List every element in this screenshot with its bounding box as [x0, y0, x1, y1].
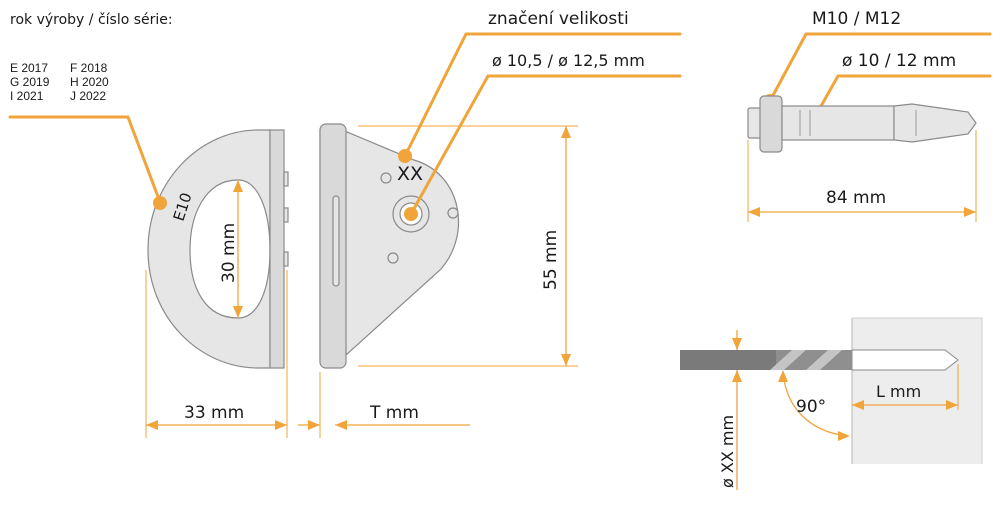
anchor-plate	[319, 123, 460, 369]
size-marking-leader	[403, 32, 682, 158]
ring-width-arrow-left	[146, 420, 158, 430]
angle-arrow-right	[838, 431, 850, 441]
hole-diameter-leader	[409, 74, 682, 216]
year-code-j: J 2022	[70, 89, 106, 103]
drill-diameter-arrow-bottom	[732, 370, 742, 382]
angle-arc	[782, 371, 849, 437]
drilled-hole	[851, 349, 959, 371]
drill-bit	[680, 350, 852, 370]
angle-arrow-top	[778, 370, 788, 382]
hole-diameter-dot	[404, 207, 418, 221]
plate-thick-label: T mm	[369, 403, 419, 423]
size-marking-label: značení velikosti	[488, 9, 629, 29]
angle-label: 90°	[796, 397, 826, 417]
bolt-length-arrow-left	[748, 207, 760, 217]
hole-diameter-label: ø 10,5 / ø 12,5 mm	[492, 51, 645, 70]
plate-height-arrow-top	[561, 126, 571, 138]
plate-thick-arrow-left	[308, 420, 320, 430]
bolt-length-arrow-right	[964, 207, 976, 217]
plate-thick-arrow-right	[335, 420, 347, 430]
bolt-length-label: 84 mm	[826, 188, 886, 208]
bolt-diameter-label: ø 10 / 12 mm	[842, 51, 956, 71]
rock-wall	[851, 317, 983, 464]
drill-diameter-label: ø XX mm	[718, 415, 737, 488]
ring-inner-dim-label: 30 mm	[219, 223, 239, 283]
production-heading: rok výroby / číslo série:	[10, 12, 173, 28]
year-code-e: E 2017	[10, 61, 48, 75]
ring-marking-dot	[153, 196, 167, 210]
plate-height-label: 55 mm	[541, 230, 561, 290]
bolt-thread-label: M10 / M12	[812, 9, 901, 29]
depth-arrow-right	[946, 400, 958, 410]
size-marking-dot	[398, 149, 412, 163]
ring-width-label: 33 mm	[184, 403, 244, 423]
year-code-h: H 2020	[70, 75, 109, 89]
plate-marking: XX	[397, 163, 423, 185]
ring-width-arrow-right	[275, 420, 287, 430]
year-code-f: F 2018	[70, 61, 108, 75]
drill-diameter-arrow-top	[732, 338, 742, 350]
year-code-g: G 2019	[10, 75, 50, 89]
ring-inner-dim-arrow-top	[233, 180, 243, 192]
plate-height-arrow-bottom	[561, 354, 571, 366]
ring-inner-dim-arrow-bottom	[233, 306, 243, 318]
depth-arrow-left	[852, 400, 864, 410]
year-leader-line	[8, 115, 162, 204]
ring-hanger	[147, 129, 289, 369]
depth-label: L mm	[876, 382, 921, 401]
bolt-thread-leader	[768, 32, 992, 103]
anchor-bolt	[747, 95, 977, 153]
year-code-i: I 2021	[10, 89, 44, 103]
